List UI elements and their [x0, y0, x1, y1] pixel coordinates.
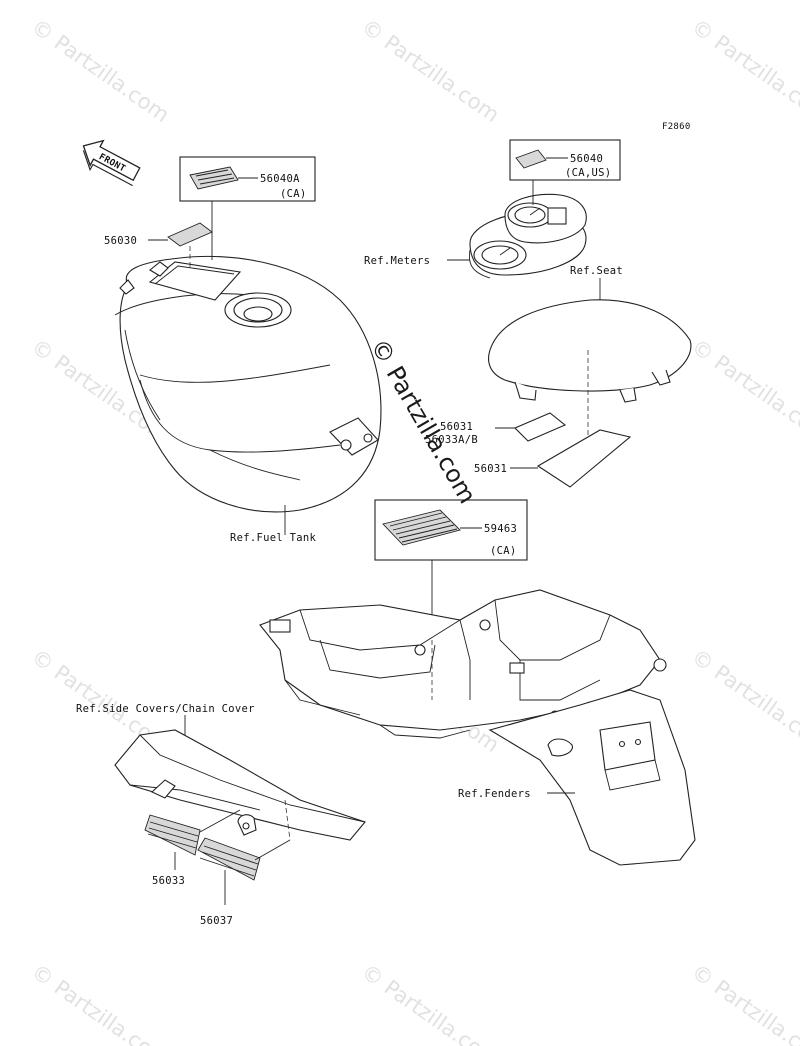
mount-hole: [653, 658, 667, 672]
seat: [487, 278, 692, 455]
tank-mount-tab: [119, 279, 135, 295]
undertray-contour: [494, 599, 611, 661]
bracket-hole: [363, 433, 373, 443]
seat-leg: [514, 381, 537, 401]
decal-stripes: [389, 512, 458, 543]
decal-stripes: [195, 169, 235, 185]
mount-hole: [618, 740, 626, 748]
ref-seat[interactable]: Ref.Seat: [570, 265, 623, 277]
decal-56037-icon: [197, 837, 261, 881]
arrow-shape: [82, 139, 141, 182]
watermark-text: © Partzilla.com: [687, 334, 800, 447]
region-ca: (CA): [490, 545, 517, 557]
part-number-56030[interactable]: 56030: [104, 235, 137, 247]
decal-stripes: [147, 821, 199, 849]
decal-56033AB-icon: [514, 412, 567, 442]
mount-hole: [414, 644, 426, 656]
callout-56030: 56030: [104, 222, 213, 270]
decal-56033: 56033: [144, 809, 241, 887]
decal-56031-icon: [536, 429, 632, 488]
tank-label-recess-inner: [154, 265, 235, 285]
undertray-body: [259, 589, 661, 731]
meters-assembly: [469, 193, 587, 279]
meter-display: [547, 207, 567, 225]
callout-56040: 56040 (CA,US): [509, 139, 621, 205]
ref-meters[interactable]: Ref.Meters: [364, 255, 430, 267]
chain-cover-body: [114, 729, 366, 841]
undertray-contour: [284, 679, 361, 716]
callout-box: [179, 156, 316, 202]
region-ca: (CA): [280, 188, 307, 200]
watermark-text: © Partzilla.com: [687, 14, 800, 127]
fender-reflector-slot: [547, 738, 573, 757]
mount-hole: [479, 619, 491, 631]
part-number-56033[interactable]: 56033: [152, 875, 185, 887]
diagram-code: F2860: [662, 122, 691, 132]
tank-contour: [139, 364, 331, 383]
watermark-text: © Partzilla.com: [687, 644, 800, 757]
tank-mount-tab: [149, 261, 169, 277]
decal-56037: 56037: [197, 837, 291, 927]
needle: [529, 207, 541, 216]
decal-stripes: [199, 845, 259, 877]
callout-56031-seat: 56031 56033A/B 56031: [425, 412, 632, 488]
arrow-shadow: [82, 150, 133, 187]
needle: [499, 247, 511, 256]
mount-tab: [269, 619, 291, 633]
leader-line: [254, 839, 291, 861]
ref-side-covers[interactable]: Ref.Side Covers/Chain Cover: [76, 703, 255, 715]
decal-56030-icon: [167, 222, 213, 247]
part-number-56040A[interactable]: 56040A: [260, 173, 300, 185]
watermark-text: © Partzilla.com: [27, 14, 174, 127]
part-number-59463[interactable]: 59463: [484, 523, 517, 535]
callout-59463: 59463 (CA): [374, 499, 528, 640]
front-arrow: FRONT: [82, 139, 141, 187]
watermark-text: © Partzilla.com: [27, 959, 174, 1046]
undertray-lower: [379, 724, 471, 739]
fender-contour: [604, 759, 661, 791]
part-number-56031[interactable]: 56031: [440, 421, 473, 433]
seat-body: [487, 299, 692, 392]
callout-56040A: 56040A (CA): [179, 156, 316, 260]
bracket-hole: [340, 439, 352, 451]
tank-contour: [114, 293, 251, 316]
watermark-text: © Partzilla.com: [357, 14, 504, 127]
seat-leg: [651, 369, 671, 386]
ref-fuel-tank[interactable]: Ref.Fuel Tank: [230, 532, 316, 544]
seat-leg: [619, 387, 637, 403]
tank-contour: [209, 449, 301, 481]
chain-cover-contour: [129, 784, 261, 811]
meter-side: [469, 249, 491, 279]
fuel-cap-inner: [243, 306, 273, 322]
chain-cover: [114, 729, 366, 841]
rear-undertray: [259, 589, 667, 739]
fuel-tank: [114, 255, 382, 513]
undertray-contour: [319, 639, 436, 679]
part-number-56040[interactable]: 56040: [570, 153, 603, 165]
mount-hole: [242, 822, 250, 830]
undertray-contour: [459, 619, 471, 700]
part-number-56031-b[interactable]: 56031: [474, 463, 507, 475]
cover-mount-tab: [151, 779, 176, 799]
connector: [509, 662, 525, 674]
decal-56040-icon: [515, 149, 547, 169]
chain-cover-ridge: [139, 734, 366, 823]
dashed-leader: [284, 799, 291, 841]
undertray-contour: [299, 609, 461, 651]
part-number-56033AB[interactable]: 56033A/B: [425, 434, 478, 446]
part-number-56037[interactable]: 56037: [200, 915, 233, 927]
leader-line: [199, 809, 241, 833]
tank-contour: [124, 329, 161, 421]
watermark-text: © Partzilla.com: [357, 959, 504, 1046]
region-ca-us: (CA,US): [565, 167, 611, 179]
ref-fenders[interactable]: Ref.Fenders: [458, 788, 531, 800]
mount-hole: [634, 738, 642, 746]
watermark-text: © Partzilla.com: [687, 959, 800, 1046]
undertray-contour: [519, 660, 601, 701]
